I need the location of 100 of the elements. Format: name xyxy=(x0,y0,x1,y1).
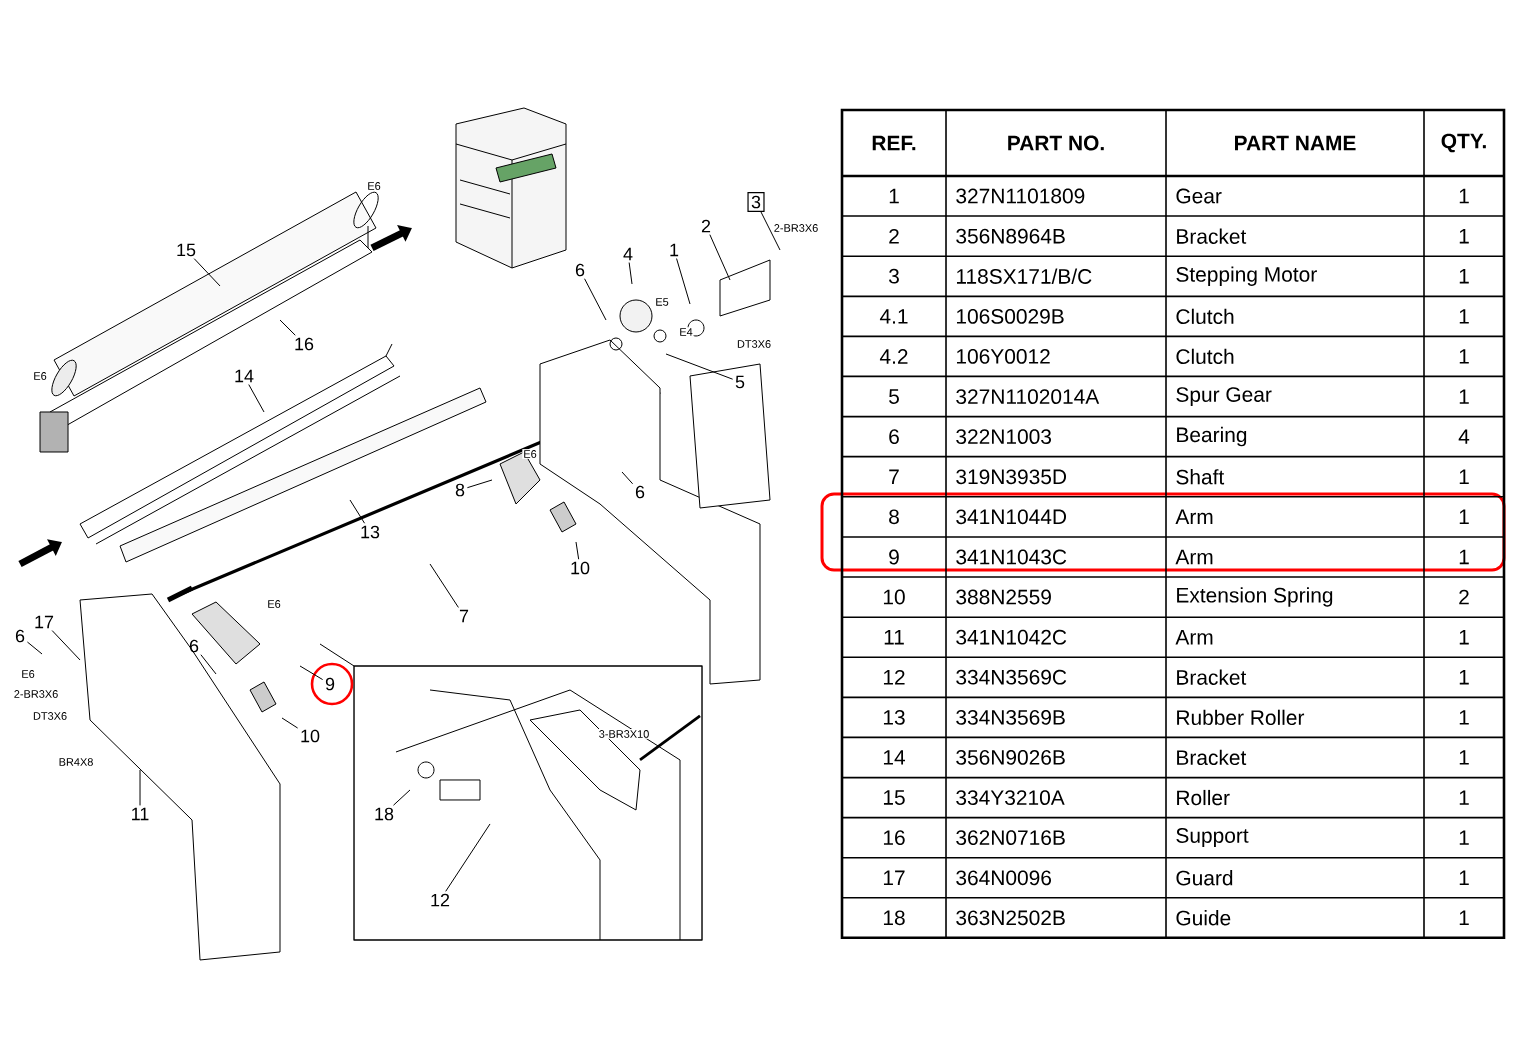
part-name: Support xyxy=(1176,828,1249,848)
leader-line xyxy=(26,641,43,655)
quantity: 1 xyxy=(1459,630,1469,645)
quantity: 1 xyxy=(1459,549,1469,565)
part-name: Bracket xyxy=(1177,669,1247,685)
leader-line xyxy=(349,499,366,524)
part-number: 362N0716B xyxy=(956,830,1065,845)
part-number: 356N8964B xyxy=(956,228,1065,244)
leader-line xyxy=(709,234,731,281)
ref-number: 10 xyxy=(883,589,905,605)
part-name: Rubber Roller xyxy=(1177,709,1305,726)
callout-number: 6 xyxy=(575,263,585,277)
callout-number: 7 xyxy=(459,609,469,623)
column-header: QTY. xyxy=(1441,133,1486,153)
boxed-callout-number: 3 xyxy=(747,192,765,212)
quantity: 1 xyxy=(1459,790,1469,805)
leader-line xyxy=(51,630,81,661)
leader-line xyxy=(575,541,580,560)
part-number: 388N2559 xyxy=(956,589,1051,605)
ref-number: 3 xyxy=(888,268,899,284)
leader-line xyxy=(445,823,491,892)
callout-number: 12 xyxy=(431,893,450,907)
part-name: Stepping Motor xyxy=(1176,266,1317,286)
quantity: 1 xyxy=(1459,229,1469,244)
ref-number: 18 xyxy=(883,910,905,926)
leader-line xyxy=(584,278,607,321)
leader-line xyxy=(299,665,324,681)
part-number: 322N1003 xyxy=(956,429,1051,444)
part-number: 334N3569C xyxy=(956,669,1067,685)
callout-number: 16 xyxy=(295,337,314,351)
part-number: 356N9026B xyxy=(956,750,1065,765)
part-name: Bracket xyxy=(1177,228,1247,244)
callout-number: 8 xyxy=(455,483,465,497)
callout-number: 10 xyxy=(301,729,320,743)
leader-line xyxy=(628,262,633,285)
callout-number: 14 xyxy=(235,369,254,383)
part-name: Roller xyxy=(1177,789,1230,806)
ref-number: 14 xyxy=(883,750,905,765)
part-name: Gear xyxy=(1176,188,1222,204)
leader-line xyxy=(200,654,217,675)
quantity: 1 xyxy=(1459,469,1469,484)
leader-line xyxy=(466,479,493,489)
ref-number: 12 xyxy=(883,669,905,685)
ref-number: 15 xyxy=(883,790,905,805)
part-number: 341N1043C xyxy=(956,549,1067,565)
column-header: PART NO. xyxy=(1008,135,1104,151)
ref-number: 8 xyxy=(889,509,899,525)
callout-number: 6 xyxy=(635,485,645,499)
callout-number: 15 xyxy=(177,243,196,257)
part-number: 341N1044D xyxy=(956,509,1067,525)
quantity: 1 xyxy=(1459,389,1469,404)
leader-line xyxy=(760,211,781,251)
quantity: 1 xyxy=(1459,910,1469,925)
ref-number: 4.1 xyxy=(879,309,908,324)
part-name: Clutch xyxy=(1176,308,1234,325)
part-number: 327N1101809 xyxy=(956,188,1085,204)
callout-number: 1 xyxy=(670,243,679,257)
ref-number: 11 xyxy=(884,630,904,645)
part-number: 118SX171/B/C xyxy=(957,268,1092,284)
part-name: Spur Gear xyxy=(1176,387,1272,407)
ref-number: 1 xyxy=(889,188,899,204)
callout-number: 2 xyxy=(701,219,711,233)
part-number: 334N3569B xyxy=(956,710,1065,725)
part-name: Guide xyxy=(1176,910,1231,926)
part-name: Shaft xyxy=(1176,469,1225,485)
ref-number: 4.2 xyxy=(879,349,908,364)
part-number: 364N0096 xyxy=(956,870,1051,886)
leader-line xyxy=(248,384,265,413)
callout-number: 10 xyxy=(571,561,590,575)
quantity: 1 xyxy=(1459,750,1469,765)
part-number: 334Y3210A xyxy=(956,790,1065,805)
ref-number: 7 xyxy=(889,469,899,484)
part-number: 363N2502B xyxy=(956,910,1065,926)
callout-number: 4 xyxy=(623,247,633,261)
callout-number: 17 xyxy=(35,615,54,629)
ref-number: 16 xyxy=(883,830,905,845)
part-number: 341N1042C xyxy=(956,629,1067,645)
quantity: 1 xyxy=(1459,309,1469,324)
part-name: Guard xyxy=(1176,870,1233,886)
part-name: Arm xyxy=(1175,630,1213,645)
callout-number: 6 xyxy=(189,639,199,653)
part-name: Extension Spring xyxy=(1177,587,1333,607)
callout-number: 18 xyxy=(375,807,394,821)
callout-number: 5 xyxy=(735,375,745,389)
leader-line xyxy=(429,563,459,608)
quantity: 1 xyxy=(1459,830,1469,845)
quantity: 4 xyxy=(1458,429,1470,444)
ref-number: 2 xyxy=(889,228,899,244)
quantity: 1 xyxy=(1459,188,1469,204)
ref-number: 6 xyxy=(889,429,899,444)
quantity: 1 xyxy=(1459,509,1469,524)
quantity: 2 xyxy=(1459,589,1469,605)
quantity: 1 xyxy=(1459,349,1469,364)
column-header: REF. xyxy=(872,135,916,151)
part-number: 106S0029B xyxy=(957,309,1064,324)
part-name: Bracket xyxy=(1177,749,1247,766)
leader-line xyxy=(665,353,734,380)
part-name: Clutch xyxy=(1176,348,1234,365)
ref-number: 5 xyxy=(889,389,899,404)
callout-number: 6 xyxy=(15,629,25,643)
